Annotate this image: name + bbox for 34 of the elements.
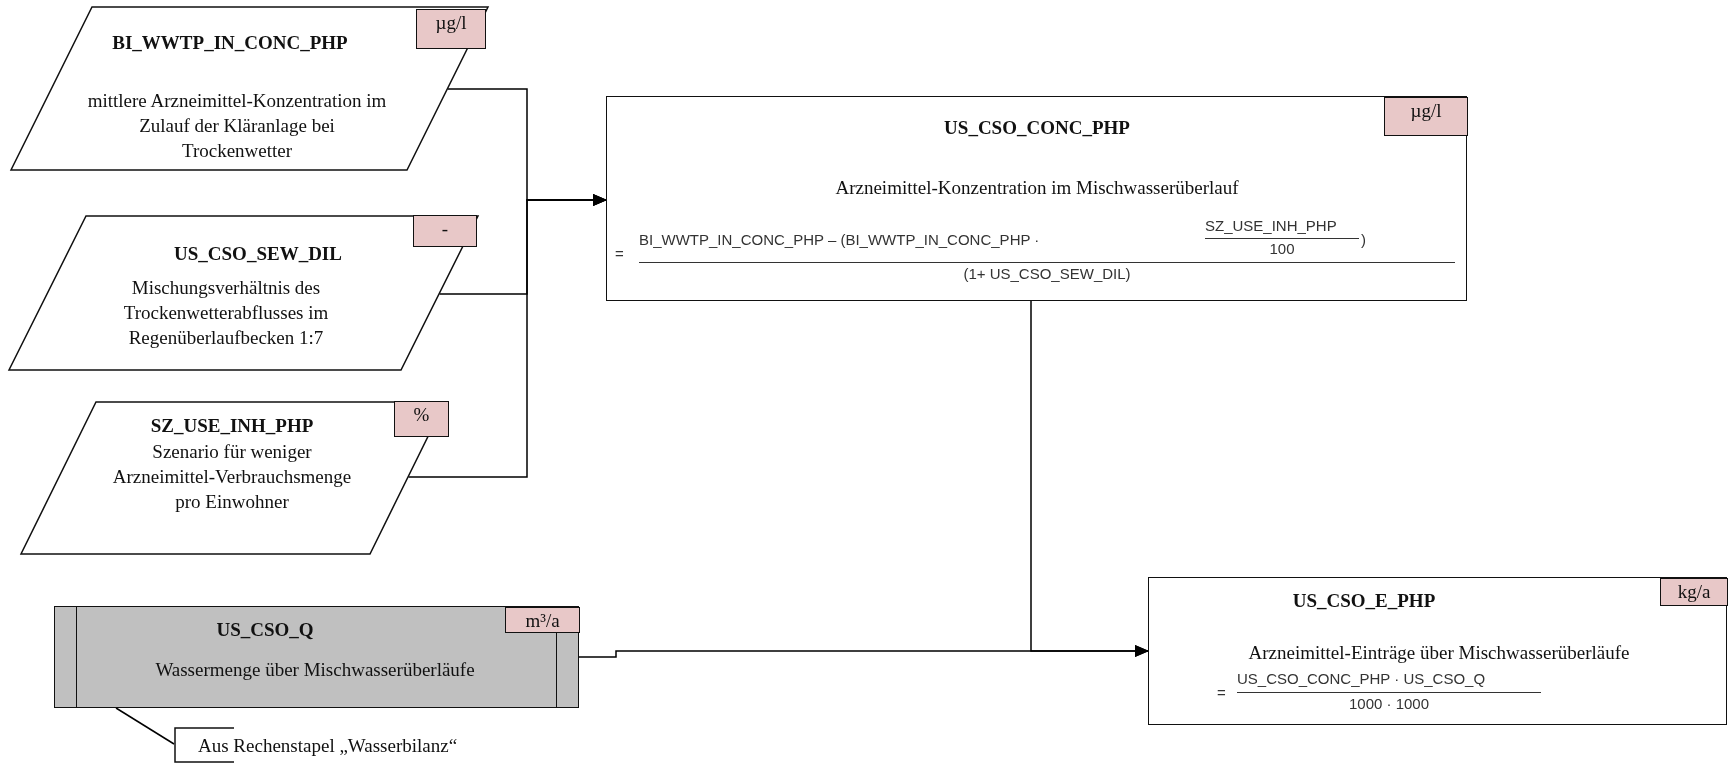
description: Arzneimittel-Einträge über Mischwasserüberläufe [1247,641,1631,665]
unit-label: µg/l [416,9,486,49]
variable-name: US_CSO_Q [215,618,315,642]
description: Wassermenge über Mischwasserüberläufe [154,658,476,682]
variable-name: BI_WWTP_IN_CONC_PHP [111,31,349,55]
connector-arrow [578,645,1149,658]
unit-label: m³/a [505,607,580,633]
description: Szenario für weniger Arzneimittel-Verbrauchsmenge pro Einwohner [112,440,352,514]
formula-term: BI_WWTP_IN_CONC_PHP – (BI_WWTP_IN_CONC_PHP · [639,231,1040,248]
annotation-text: Aus Rechenstapel „Wasserbilanz“ [198,734,458,758]
unit-label: - [413,215,477,247]
calculation-box [1148,577,1727,725]
leader-line [115,707,175,745]
unit-label: µg/l [1384,97,1468,136]
formula-term: ) [1361,231,1366,248]
formula-term: SZ_USE_INH_PHP [1205,217,1337,234]
unit-label: % [394,401,449,437]
variable-name: SZ_USE_INH_PHP [149,414,315,438]
predefined-process-box [54,606,579,708]
formula-term: 100 [1268,240,1296,257]
equals-sign: = [615,245,624,262]
variable-name: US_CSO_SEW_DIL [173,242,343,266]
formula-term: 1000 · 1000 [1347,695,1431,712]
description: Arzneimittel-Konzentration im Mischwasserüberlauf [834,176,1240,200]
description: Mischungsverhältnis des Trockenwetterabflusses im Regenüberlaufbecken 1:7 [122,276,330,350]
calculation-box [606,96,1467,301]
formula-term: (1+ US_CSO_SEW_DIL) [962,265,1132,282]
formula-term: US_CSO_CONC_PHP · US_CSO_Q [1237,670,1486,687]
description: mittlere Arzneimittel-Konzentration im Zulauf der Kläranlage bei Trockenwetter [86,89,388,163]
unit-label: kg/a [1660,578,1728,606]
connector-arrow [407,194,607,478]
variable-name: US_CSO_E_PHP [1291,589,1437,613]
variable-name: US_CSO_CONC_PHP [943,116,1131,140]
equals-sign: = [1217,684,1226,701]
